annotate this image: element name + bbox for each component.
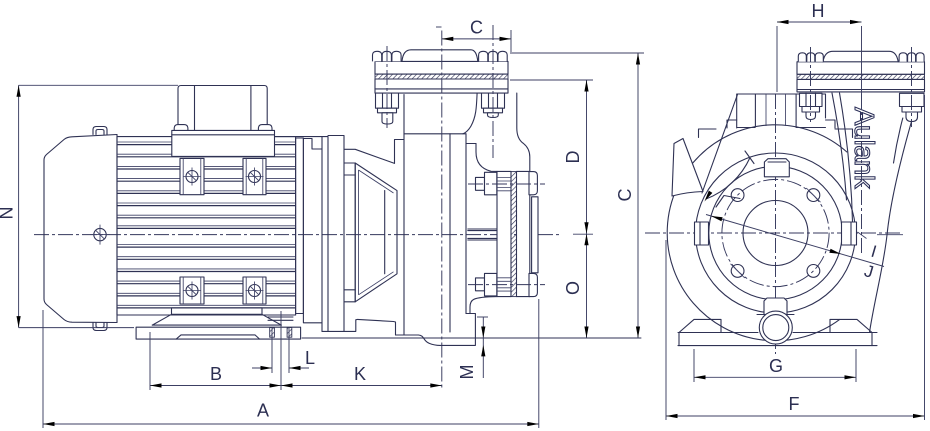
svg-text:O: O: [563, 281, 583, 295]
svg-text:L: L: [305, 348, 315, 368]
svg-text:I: I: [869, 242, 879, 262]
svg-text:Aulank: Aulank: [849, 107, 880, 189]
svg-text:F: F: [789, 394, 800, 414]
svg-text:H: H: [812, 1, 825, 21]
svg-text:G: G: [769, 356, 783, 376]
svg-text:C: C: [470, 18, 483, 38]
svg-text:C: C: [615, 189, 635, 202]
svg-text:M: M: [457, 365, 477, 380]
svg-text:B: B: [210, 364, 222, 384]
svg-text:A: A: [257, 401, 269, 421]
svg-text:N: N: [0, 207, 17, 220]
svg-text:K: K: [354, 364, 366, 384]
svg-text:D: D: [563, 151, 583, 164]
